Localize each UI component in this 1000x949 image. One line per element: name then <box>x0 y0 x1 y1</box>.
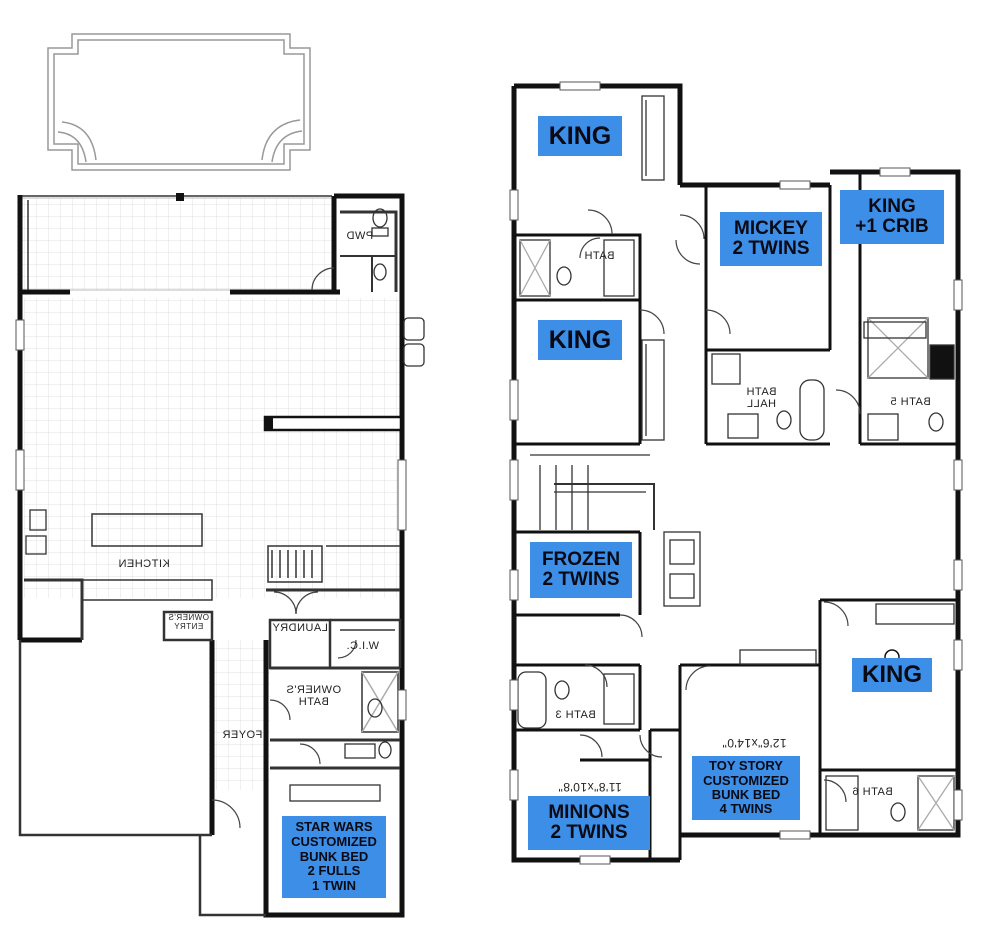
label-frozen: FROZEN 2 TWINS <box>530 542 632 598</box>
label-mickey-line-1: MICKEY <box>734 218 808 240</box>
bath-5-text: BATH 5 <box>890 396 931 408</box>
ground-walls <box>17 193 405 918</box>
label-toy-story-line-2: CUSTOMIZED <box>703 772 789 788</box>
label-mickey-line-2: 2 TWINS <box>732 238 810 259</box>
label-star-wars: STAR WARS CUSTOMIZED BUNK BED 2 FULLS 1 … <box>282 816 386 898</box>
upper-doors <box>579 209 861 803</box>
minions-dimensions: 11'8"x10'8" <box>558 780 622 794</box>
owners-entry-line-2: ENTRY <box>173 621 204 631</box>
label-minions: MINIONS 2 TWINS <box>528 796 650 850</box>
foyer-text: FOYER <box>222 729 263 741</box>
label-king-2: KING <box>538 320 622 360</box>
bath-6-text: BATH 6 <box>852 786 893 798</box>
ground-fixtures <box>25 208 425 802</box>
label-toy-story-line-4: 4 TWINS <box>719 801 773 817</box>
pool-outline <box>47 33 311 171</box>
label-frozen-line-1: FROZEN <box>541 549 621 571</box>
upper-floor <box>509 81 963 865</box>
ground-doors <box>211 267 357 829</box>
label-mickey: MICKEY 2 TWINS <box>720 212 822 266</box>
hall-bath-text: BATH HALL <box>746 386 777 410</box>
label-star-wars-line-3: BUNK BED <box>299 848 369 864</box>
owners-bath-text: OWNER'S BATH <box>286 684 341 708</box>
laundry-text: LAUNDRY <box>272 622 328 634</box>
hall-bath-line-1: BATH <box>746 386 777 398</box>
owners-bath-line-2: BATH <box>298 696 329 709</box>
upper-details <box>517 95 955 831</box>
label-minions-line-2: 2 TWINS <box>550 822 628 843</box>
ground-floor <box>15 33 425 918</box>
label-king-crib: KING +1 CRIB <box>840 190 944 244</box>
owners-entry-text: OWNER'S ENTRY <box>168 613 210 632</box>
label-king-1: KING <box>538 116 622 156</box>
kitchen-text: KITCHEN <box>118 558 170 570</box>
beam <box>263 415 403 432</box>
owners-bath-line-1: OWNER'S <box>286 684 342 696</box>
toy-story-dimensions: 12'6"x14'0" <box>722 736 787 750</box>
great-room-floor <box>24 298 400 598</box>
pwd-text: PWD <box>346 230 374 242</box>
label-king-2-text: KING <box>548 325 612 354</box>
label-star-wars-line-4: 2 FULLS <box>307 863 361 879</box>
label-king-3-text: KING <box>862 661 922 689</box>
label-toy-story-line-3: BUNK BED <box>711 787 781 802</box>
wic-text: W.I.C. <box>346 640 379 652</box>
label-toy-story: TOY STORY CUSTOMIZED BUNK BED 4 TWINS <box>692 756 800 820</box>
label-star-wars-line-1: STAR WARS <box>295 818 373 834</box>
label-frozen-line-2: 2 TWINS <box>542 569 620 590</box>
label-king-crib-line-1: KING <box>868 196 916 218</box>
hall-bath-line-2: HALL <box>746 398 777 411</box>
label-toy-story-line-1: TOY STORY <box>709 758 783 774</box>
ground-details <box>18 195 402 917</box>
label-king-crib-line-2: +1 CRIB <box>855 216 929 237</box>
upper-interior <box>514 172 958 860</box>
label-king-3: KING <box>852 658 932 692</box>
ground-windows <box>15 319 407 721</box>
upper-windows <box>509 81 963 865</box>
label-star-wars-line-2: CUSTOMIZED <box>291 833 377 849</box>
lanai-floor <box>21 197 333 291</box>
label-star-wars-line-5: 1 TWIN <box>311 878 357 894</box>
label-minions-line-1: MINIONS <box>548 802 630 824</box>
label-king-1-text: KING <box>548 121 612 150</box>
owners-entry-line-1: OWNER'S <box>168 613 210 622</box>
jack-jill-bath-text: BATH <box>584 250 615 262</box>
foyer-floor <box>214 640 270 790</box>
bath-3-text: BATH 3 <box>555 709 596 721</box>
